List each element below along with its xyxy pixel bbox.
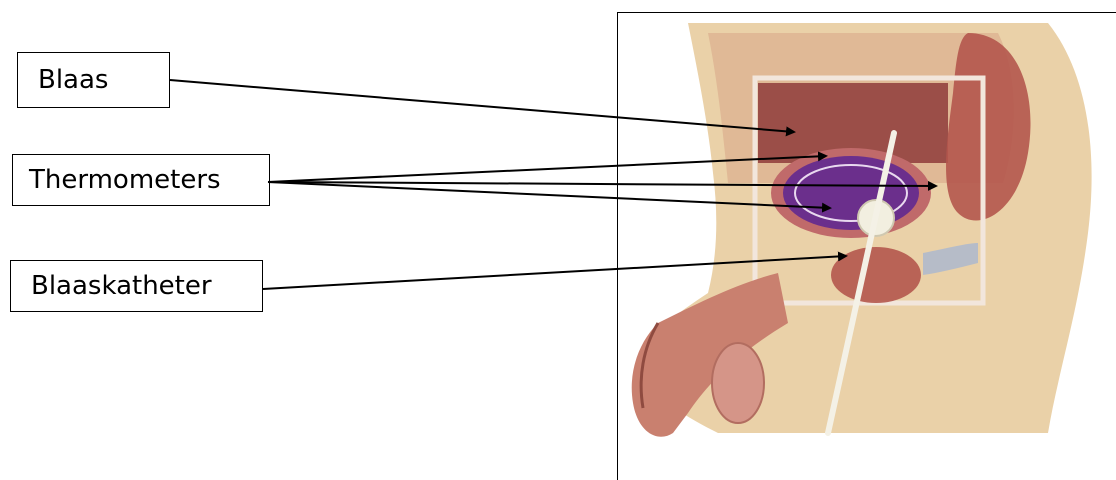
arrow-bladder	[170, 80, 794, 132]
arrow-thermometer-3	[268, 182, 830, 208]
arrow-catheter	[263, 256, 846, 289]
arrow-thermometer-1	[268, 156, 826, 182]
arrow-thermometer-2	[268, 182, 936, 186]
